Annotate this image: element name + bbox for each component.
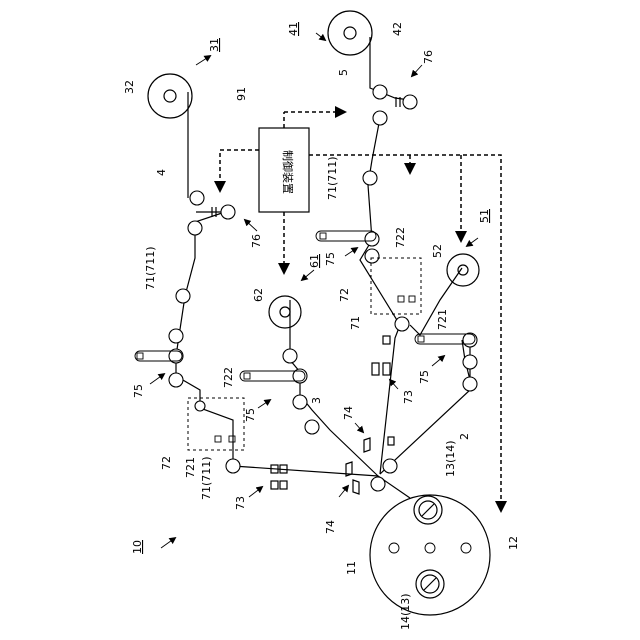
cutter-box-right	[371, 258, 421, 314]
label-cutter72b: 72	[338, 288, 351, 302]
label-strip4: 4	[155, 169, 168, 176]
label-splice76a: 76	[250, 234, 263, 248]
drum	[370, 495, 490, 615]
label-roll62: 62	[252, 288, 265, 302]
label-dancer75a: 75	[132, 384, 145, 398]
label-roll42: 42	[391, 22, 404, 36]
label-drum: 11	[345, 561, 358, 575]
controller-text: 制御装置	[281, 150, 295, 194]
label-splice76b: 76	[422, 50, 435, 64]
supply-roll-62	[269, 296, 301, 328]
label-unit41: 41	[287, 22, 300, 36]
label-sensor721b: 721	[436, 309, 449, 330]
supply-roll-32	[148, 74, 192, 118]
dancer-arms	[135, 231, 475, 381]
label-dancer75d: 75	[418, 370, 431, 384]
label-guide74b: 74	[342, 406, 355, 420]
label-unit51: 51	[478, 209, 491, 223]
label-coil-lower: 14(13)	[399, 593, 412, 630]
controller-box: 制御装置	[259, 128, 309, 212]
label-roller71a: 71(711)	[144, 246, 157, 290]
label-sensor721a: 721	[184, 457, 197, 478]
coil-lower-icon	[416, 570, 444, 598]
label-controller91: 91	[235, 87, 248, 101]
control-lines	[220, 112, 501, 510]
label-sensor722a: 722	[222, 367, 235, 388]
label-strip3: 3	[310, 397, 323, 404]
label-roller71c: 71(711)	[326, 156, 339, 200]
label-unit31: 31	[208, 38, 221, 52]
label-feeder73b: 73	[402, 390, 415, 404]
label-strip2: 2	[458, 433, 471, 440]
rollers	[169, 85, 477, 491]
label-unit61: 61	[308, 254, 321, 268]
label-roller71d: 71	[349, 316, 362, 330]
label-dancer75c: 75	[324, 252, 337, 266]
label-drum-side: 12	[507, 536, 520, 550]
coil-upper-icon	[414, 496, 442, 524]
label-strip5: 5	[337, 69, 350, 76]
supply-roll-42	[328, 11, 372, 55]
label-roll52: 52	[431, 244, 444, 258]
label-sensor722b: 722	[394, 227, 407, 248]
label-roller71b: 71(711)	[200, 456, 213, 500]
label-feeder73a: 73	[234, 496, 247, 510]
reference-labels: 10 11 12 13(14) 14(13) 2 3 4 5 31 32 41 …	[123, 22, 520, 630]
splice-units	[212, 97, 400, 217]
label-cutter72a: 72	[160, 456, 173, 470]
supply-roll-52	[447, 254, 479, 286]
web-paths	[176, 37, 470, 498]
label-guide74a: 74	[324, 520, 337, 534]
label-coil-upper: 13(14)	[444, 440, 457, 477]
label-roll32: 32	[123, 80, 136, 94]
label-dancer75b: 75	[244, 408, 257, 422]
label-device: 10	[131, 540, 144, 554]
